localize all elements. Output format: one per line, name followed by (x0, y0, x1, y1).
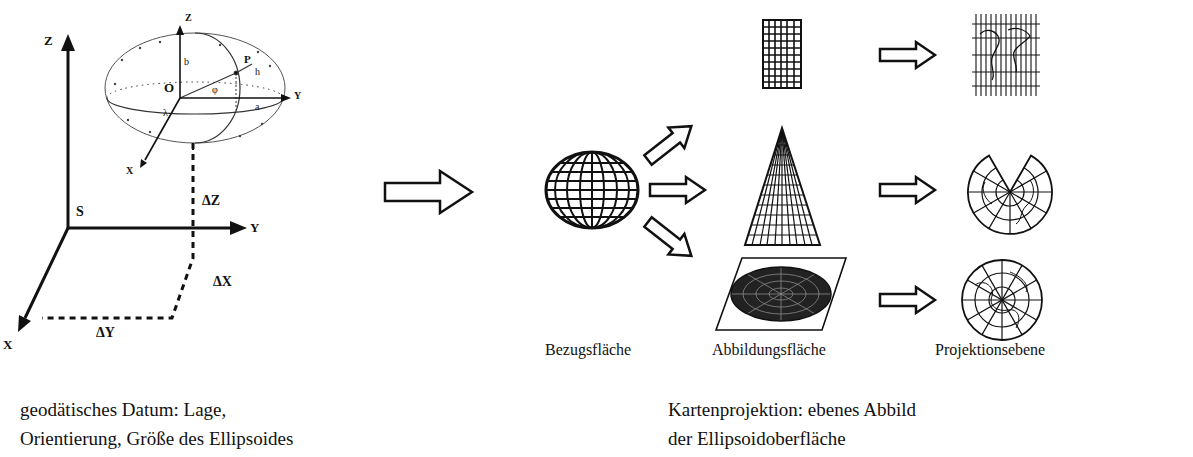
parameter-label: h (255, 66, 260, 78)
conic-map (968, 156, 1052, 234)
parameter-label: φ (212, 84, 218, 96)
flow-arrow (640, 116, 699, 170)
cone-surface (740, 128, 825, 245)
flow-arrow (880, 42, 935, 68)
stage-label: Projektionsebene (935, 340, 1045, 359)
caption: geodätisches Datum: Lage, Orientierung, … (20, 396, 310, 453)
inner-axes (140, 25, 291, 168)
plane-surface (716, 258, 846, 330)
parameter-label: a (255, 101, 259, 113)
point-label: P (244, 53, 251, 66)
datum-shift (42, 143, 193, 318)
delta-label: ΔX (213, 274, 232, 291)
parameter-label: b (184, 56, 189, 68)
cylindrical-map (972, 14, 1040, 96)
azimuthal-map (962, 260, 1042, 340)
axis-label: X (3, 337, 12, 353)
parameter-label: λ (163, 107, 168, 119)
globe (540, 150, 644, 230)
flow-arrow (880, 177, 935, 203)
delta-label: ΔZ (202, 193, 220, 210)
outer-axes (18, 34, 247, 332)
stage-label: Bezugsfläche (545, 340, 631, 359)
axis-label: Z (44, 33, 53, 49)
axis-label: Z (185, 12, 192, 24)
axis-label: Y (294, 90, 301, 102)
ellipsoid (105, 33, 285, 143)
delta-label: ΔY (96, 325, 115, 342)
caption: Kartenprojektion: ebenes Abbild der Elli… (668, 396, 930, 453)
flow-arrow (385, 171, 472, 213)
axis-label: X (126, 165, 133, 177)
cylinder-surface (763, 20, 801, 88)
flow-arrow (880, 287, 935, 313)
flow-arrow (640, 212, 699, 266)
flow-arrow (650, 177, 705, 203)
origin-label: S (76, 204, 84, 221)
axis-label: Y (250, 220, 259, 236)
origin-label: O (164, 80, 174, 96)
stage-label: Abbildungsfläche (712, 340, 826, 359)
